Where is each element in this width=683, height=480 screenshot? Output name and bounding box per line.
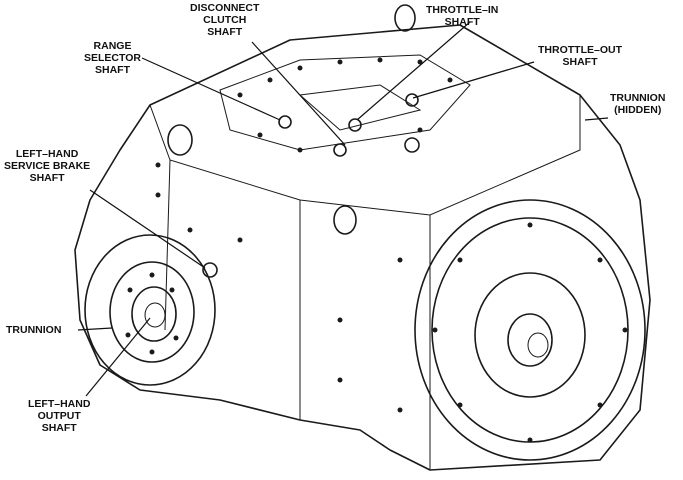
left-hand-output-assembly [84, 234, 216, 386]
leader-throttle-out [412, 61, 535, 99]
leader-disconnect-clutch [251, 41, 346, 146]
label-trunnion: TRUNNION [6, 324, 62, 336]
leader-lh-output [85, 317, 151, 397]
leader-throttle-in [356, 21, 471, 121]
leader-trunnion [77, 327, 113, 331]
leader-trunnion-hidden [584, 117, 609, 121]
leader-range-selector [141, 57, 281, 121]
transmission-housing [74, 4, 651, 471]
label-trunnion-hidden: TRUNNION (HIDDEN) [610, 92, 666, 116]
leader-lh-service-brake [89, 189, 206, 269]
label-left-hand-output-shaft: LEFT–HAND OUTPUT SHAFT [28, 398, 91, 434]
label-throttle-out-shaft: THROTTLE–OUT SHAFT [538, 44, 622, 68]
callout-leaders [77, 21, 609, 397]
label-throttle-in-shaft: THROTTLE–IN SHAFT [426, 4, 499, 28]
label-range-selector-shaft: RANGE SELECTOR SHAFT [84, 40, 141, 76]
right-output-flange [414, 199, 646, 461]
label-disconnect-clutch-shaft: DISCONNECT CLUTCH SHAFT [190, 2, 260, 38]
label-left-hand-service-brake-shaft: LEFT–HAND SERVICE BRAKE SHAFT [4, 148, 91, 184]
